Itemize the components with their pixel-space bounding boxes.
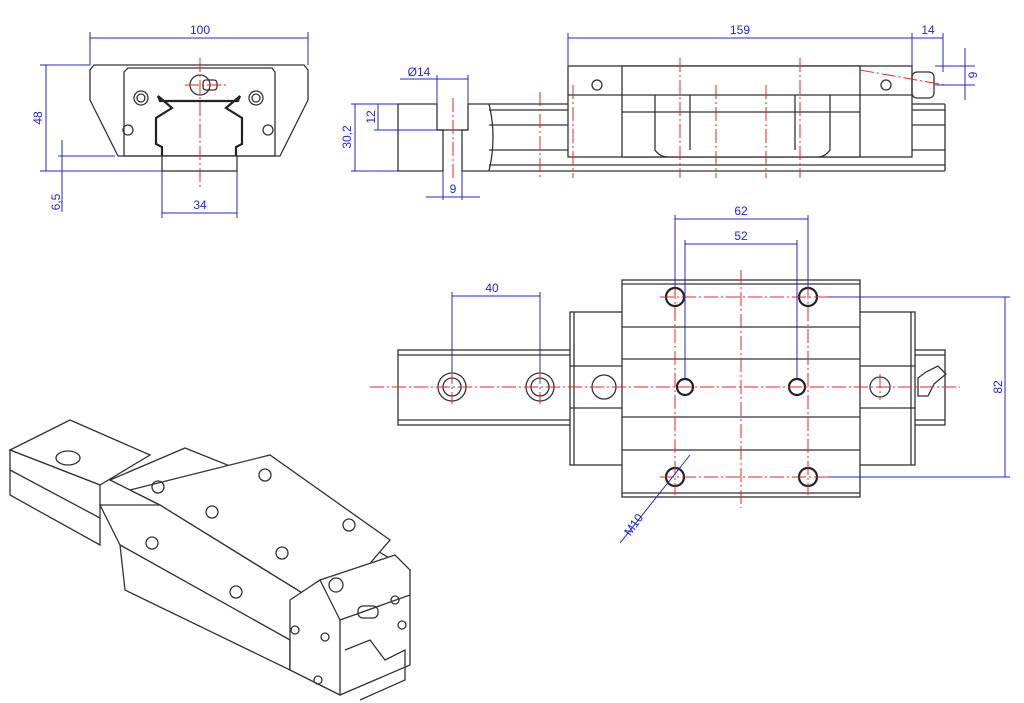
grease-nipple-icon [357,605,379,619]
dim-rail-width: 34 [193,198,207,212]
isometric-view [8,419,412,701]
screw-hole-icons [122,90,274,136]
dim-nipple-height: 9 [966,71,980,78]
side-view: Ø14 12 30,2 9 159 14 9 [340,23,980,200]
top-view: 62 52 40 82 M10 [370,204,1010,544]
dim-rail-hole-pitch: 40 [485,281,499,295]
dim-counterbore-depth: 12 [364,110,378,124]
dim-bore-diameter: 9 [450,182,457,196]
dim-block-length: 159 [730,23,750,37]
dim-hole-spacing-vertical: 82 [991,380,1005,394]
dim-counterbore-diameter: Ø14 [408,65,431,79]
iso-hole-icons [145,468,407,685]
dim-rail-height: 30,2 [340,125,354,149]
dim-hole-spacing-outer: 62 [734,204,748,218]
front-view: 100 48 6,5 34 [31,23,309,218]
grease-nipple-icon [917,365,947,397]
dim-nipple-length: 14 [921,23,935,37]
dim-width: 100 [190,23,210,37]
dim-hole-spacing-inner: 52 [734,229,748,243]
dim-height: 48 [31,111,45,125]
dim-rail-gap: 6,5 [49,193,63,210]
